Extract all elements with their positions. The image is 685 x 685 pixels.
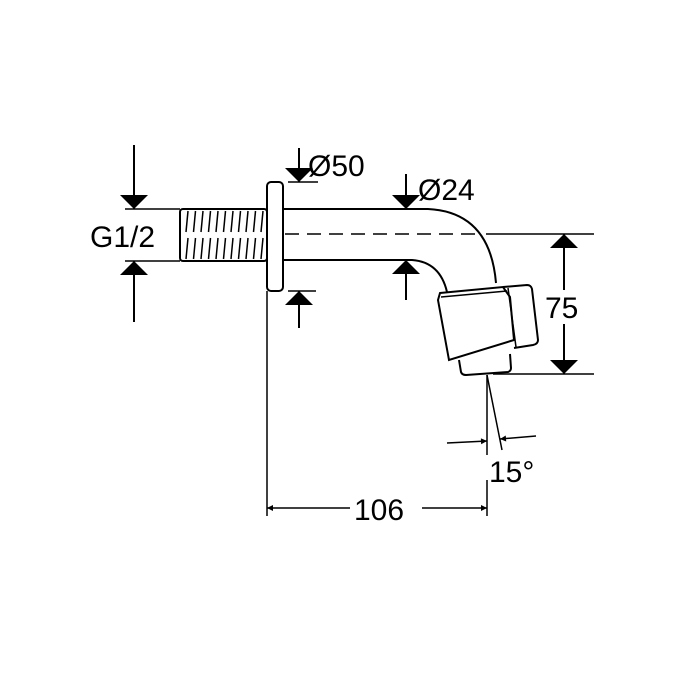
thread-line	[230, 210, 234, 233]
thread-line	[215, 210, 219, 233]
thread-line	[245, 210, 249, 233]
thread-line	[207, 210, 212, 233]
thread-line	[260, 210, 264, 233]
thread-line	[192, 210, 197, 233]
threaded-connector	[179, 208, 268, 262]
thread-line	[215, 237, 219, 260]
wall-flange	[266, 181, 284, 292]
height-dimension: 75	[486, 233, 594, 375]
thread-label: G1/2	[90, 221, 155, 254]
pipe-diameter-dimension: Ø24	[392, 174, 475, 300]
thread-line	[207, 237, 212, 260]
thread-line	[200, 237, 204, 260]
thread-line	[245, 237, 249, 260]
thread-line	[222, 210, 227, 233]
thread-line	[200, 210, 204, 233]
length-dimension: 106	[266, 291, 487, 527]
thread-line	[230, 237, 234, 260]
spout-pipe	[283, 208, 497, 284]
pipe-diameter-label: Ø24	[418, 174, 475, 207]
thread-line	[192, 237, 197, 260]
height-label: 75	[545, 292, 578, 325]
thread-line	[252, 237, 257, 260]
thread-dimension: G1/2	[90, 145, 180, 322]
flange-diameter-label: Ø50	[308, 150, 365, 183]
thread-line	[260, 237, 264, 260]
spout-pipe-lower-edge	[283, 259, 448, 293]
thread-line	[237, 237, 242, 260]
thread-line	[185, 210, 189, 233]
thread-line	[222, 237, 227, 260]
angle-dimension: 15°	[446, 374, 537, 516]
thread-line	[237, 210, 242, 233]
thread-line	[252, 210, 257, 233]
angle-label: 15°	[489, 456, 534, 489]
aerator	[436, 283, 540, 377]
length-label: 106	[354, 494, 404, 527]
flange-diameter-dimension: Ø50	[285, 148, 365, 328]
thread-line	[185, 237, 189, 260]
